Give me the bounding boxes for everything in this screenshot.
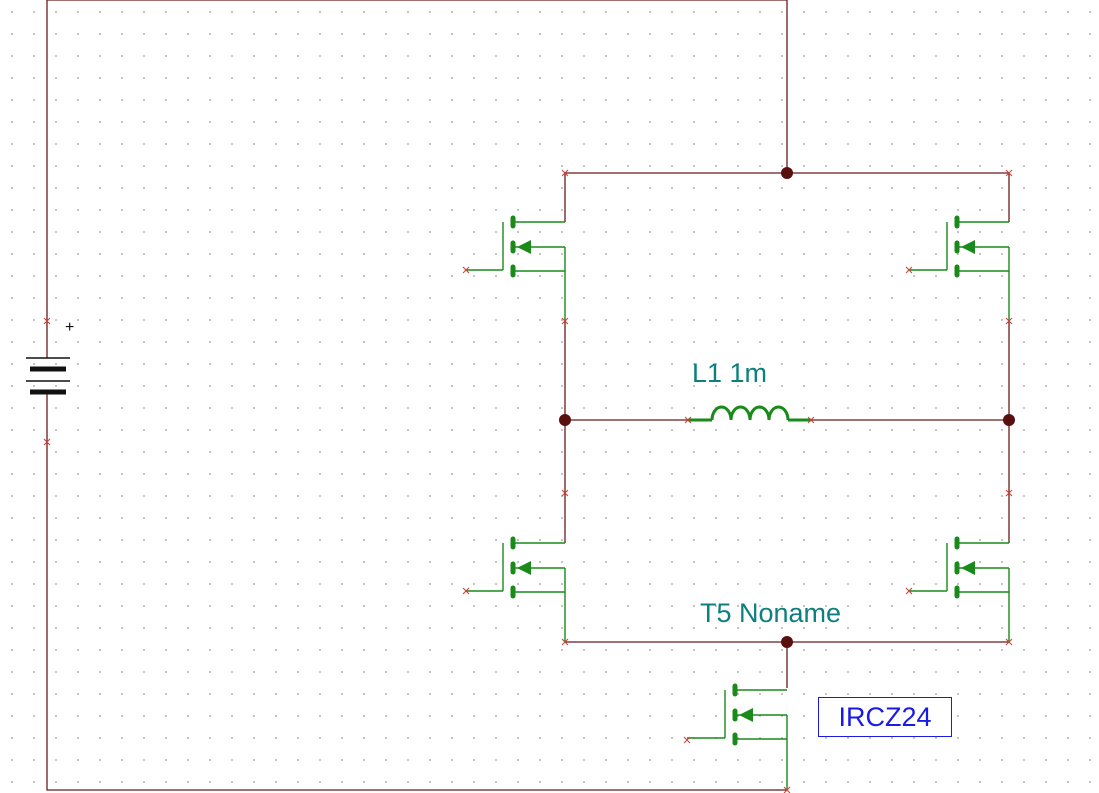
wire-network: [46, 0, 1010, 791]
battery-plus-sign: +: [65, 319, 74, 336]
inductor-l1[interactable]: L1 1m: [688, 358, 811, 422]
mosfet-bottom-left[interactable]: [465, 539, 565, 643]
model-name-box[interactable]: IRCZ24: [818, 697, 952, 737]
junction-dots: [559, 167, 1015, 648]
inductor-label: L1 1m: [692, 358, 767, 388]
mosfet-bottom-right[interactable]: [909, 539, 1009, 643]
mosfet-top-left[interactable]: [465, 218, 565, 322]
mosfet-top-right[interactable]: [909, 218, 1009, 322]
mosfet-t5[interactable]: [687, 686, 787, 790]
transistor-t5-label: T5 Noname: [700, 598, 841, 628]
battery-symbol[interactable]: +: [26, 319, 74, 442]
